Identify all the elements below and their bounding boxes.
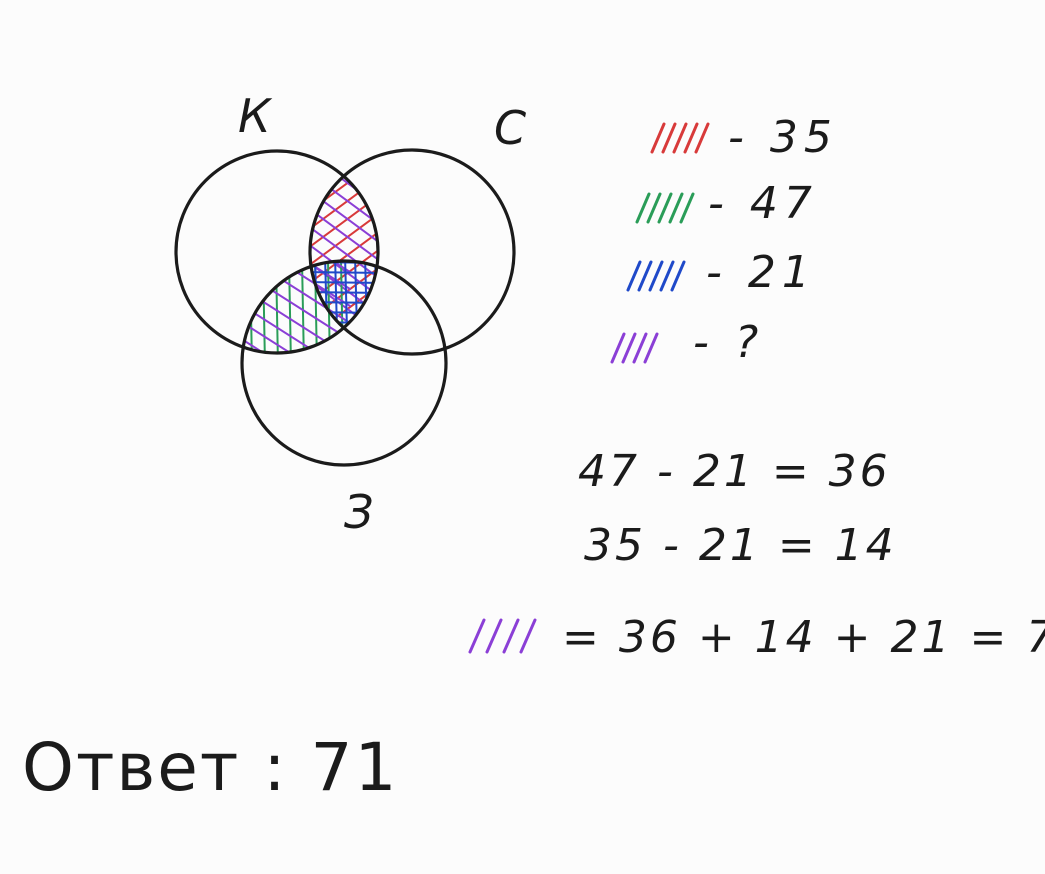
purple-hatch-kc [300,22,395,345]
calculations: 47 - 21 = 36 35 - 21 = 14 = 36 + 14 + 21… [468,446,1045,663]
label-k: К [238,89,273,143]
purple-hatch-stroke [310,219,378,291]
purple-hatch-stroke [300,40,395,110]
blue-hatch-stroke [310,271,378,274]
purple-hatch-symbol [468,618,537,654]
red-hatch-stroke [300,76,395,146]
circle-z [240,259,448,467]
purple-hatch-symbol-stroke [485,618,503,654]
green-hatch-stroke [301,261,305,353]
answer-text: Ответ : 71 [22,729,399,806]
legend-swatch-green [679,192,695,224]
red-hatch-stroke [310,151,378,201]
circle-c [308,148,516,356]
calc-line-3: = 36 + 14 + 21 = 71 [562,612,1045,663]
purple-hatch-symbol-stroke [502,618,520,654]
legend: - 35 - 47 - 21 - ? [610,112,838,368]
green-hatch-stroke [275,261,279,353]
legend-swatch-green [657,192,673,224]
legend-swatch-green [635,192,651,224]
purple-hatch-kz [240,261,351,459]
red-hatch-stroke [300,58,395,128]
legend-swatch-red [694,122,710,154]
purple-hatch-stroke [242,261,351,290]
legend-swatches [610,122,710,364]
purple-hatch-stroke [242,337,351,353]
legend-swatch-blue [637,260,653,292]
purple-hatch-stroke [300,22,395,92]
purple-hatch-stroke [300,76,395,146]
venn-circles [174,148,516,467]
legend-swatch-green [646,192,662,224]
purple-hatch-stroke [310,151,378,201]
legend-swatch-blue [670,260,686,292]
legend-swatch-blue [659,260,675,292]
purple-hatch-stroke [242,303,351,353]
red-hatch-stroke [300,22,395,92]
legend-swatch-purple [643,332,659,364]
purple-hatch-stroke [240,389,350,459]
purple-hatch-symbol-stroke [468,618,486,654]
calc-line-2: 35 - 21 = 14 [584,520,897,571]
green-hatch-stroke [262,261,266,353]
legend-swatch-red [683,122,699,154]
calc-line-1: 47 - 21 = 36 [578,446,891,497]
legend-swatch-red [650,122,666,154]
legend-swatch-red [661,122,677,154]
purple-hatch-stroke [300,58,395,128]
legend-swatch-purple [632,332,648,364]
legend-value-green: - 47 [708,178,818,229]
purple-hatch-stroke [242,320,351,353]
legend-value-purple: - ? [693,317,764,368]
label-c: С [494,101,526,155]
legend-swatch-purple [610,332,626,364]
purple-hatch-symbol-stroke [519,618,537,654]
legend-swatch-blue [648,260,664,292]
legend-swatch-blue [626,260,642,292]
legend-value-red: - 35 [728,112,838,163]
circle-k [174,149,380,355]
purple-hatch-stroke [240,372,350,442]
legend-swatch-red [672,122,688,154]
legend-swatch-green [668,192,684,224]
red-hatch-stroke [300,40,395,110]
legend-value-blue: - 21 [706,247,816,298]
label-z: З [344,485,374,539]
legend-swatch-purple [621,332,637,364]
